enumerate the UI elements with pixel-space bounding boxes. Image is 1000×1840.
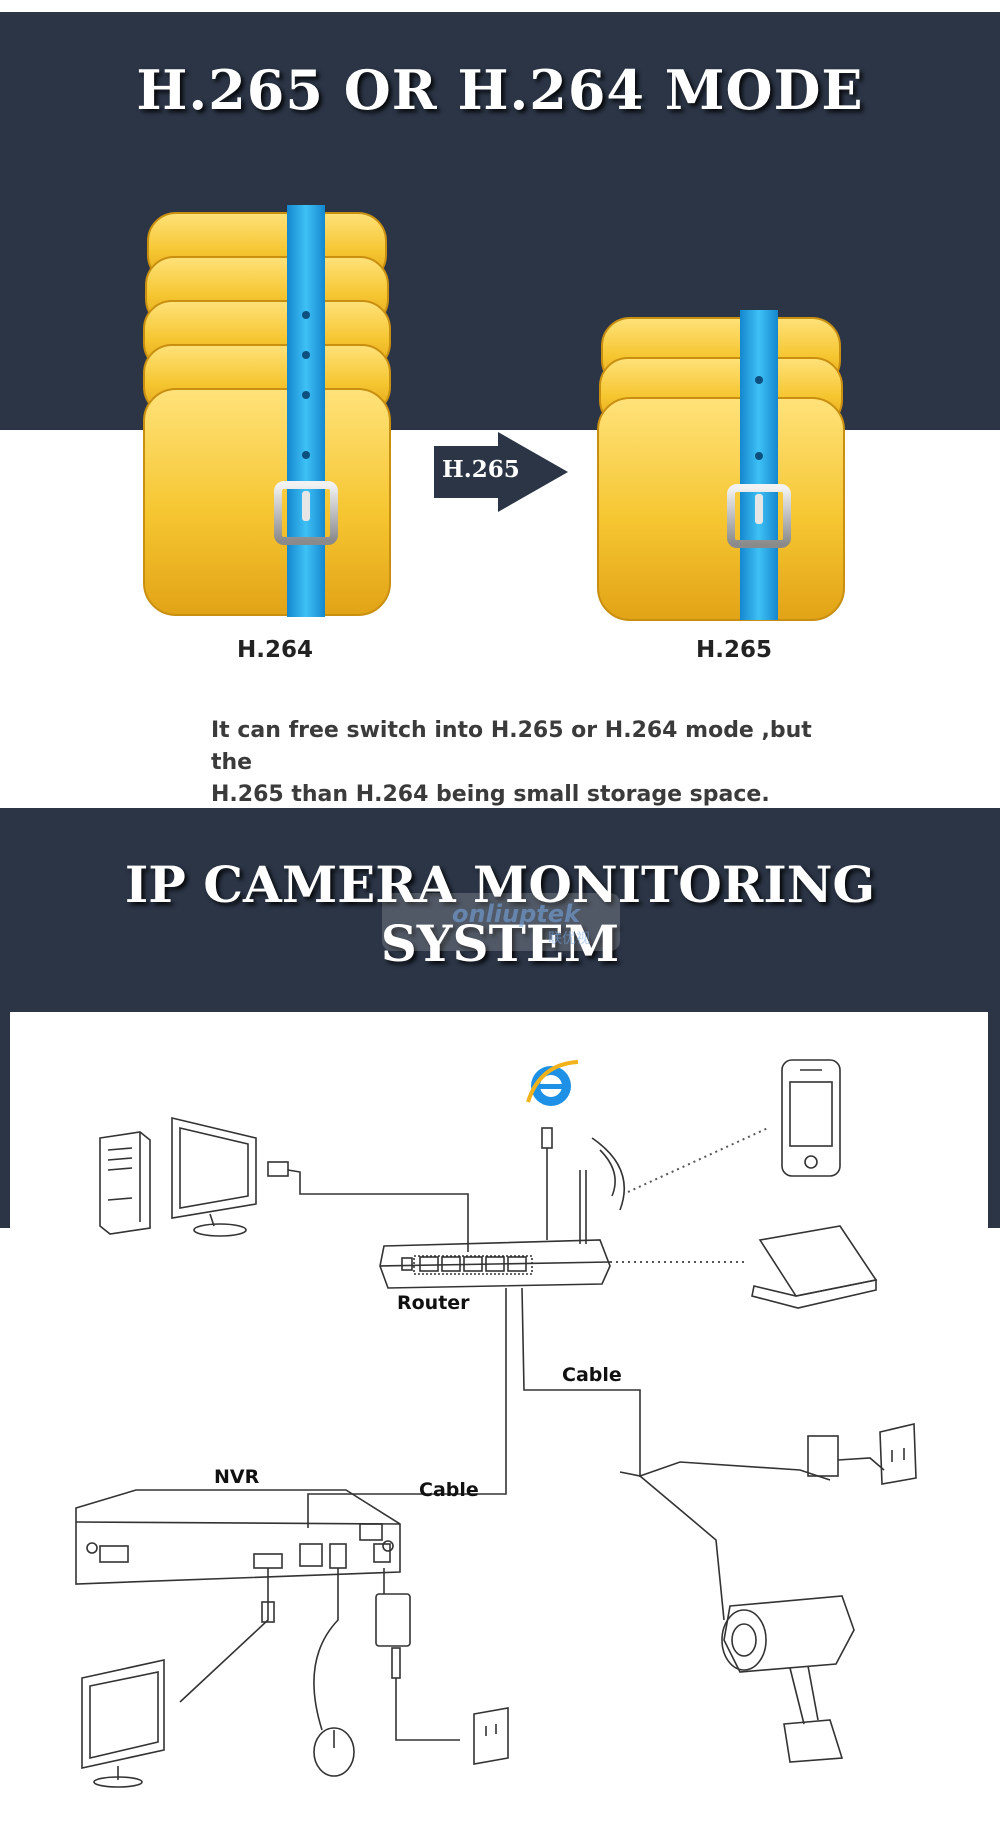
diagram-panel <box>10 1012 988 1840</box>
section-title-codec: H.265 OR H.264 MODE <box>136 58 864 122</box>
router-label: Router <box>397 1292 470 1314</box>
bottom-monitor-icon <box>81 1659 165 1788</box>
ip-camera-icon <box>721 1595 855 1763</box>
wall-socket-icon <box>473 1707 509 1765</box>
section-title-monitoring: IP CAMERA MONITORING SYSTEM <box>124 855 876 973</box>
watermark-logo <box>382 893 620 951</box>
mouse-icon <box>313 1568 355 1777</box>
monitor-icon <box>171 1116 257 1237</box>
laptop-icon <box>751 1225 878 1309</box>
top-margin <box>0 0 1000 14</box>
router-icon <box>379 1170 611 1289</box>
wall-socket-icon-2 <box>807 1422 917 1485</box>
description-line-1: It can free switch into H.265 or H.264 m… <box>211 718 812 775</box>
watermark-text: onliuptek <box>452 900 581 928</box>
arrow-right-icon <box>434 432 568 512</box>
h264-archive-icon <box>143 205 391 617</box>
nvr-icon <box>75 1489 401 1585</box>
cable-label-top: Cable <box>562 1364 622 1386</box>
description-line-2: H.265 than H.264 being small storage spa… <box>211 782 770 807</box>
computer-tower-icon <box>99 1131 151 1235</box>
cable-label-bottom: Cable <box>419 1479 479 1501</box>
nvr-label: NVR <box>214 1466 260 1488</box>
h265-archive-icon <box>597 310 845 621</box>
description: It can free switch into H.265 or H.264 m… <box>211 715 851 811</box>
arrow-label: H.265 <box>442 456 520 483</box>
caption-h264: H.264 <box>237 637 313 663</box>
smartphone-icon <box>781 1059 841 1177</box>
watermark-subtext: 联优视 <box>548 931 590 947</box>
power-adapter-icon <box>375 1568 460 1741</box>
caption-h265: H.265 <box>696 637 772 663</box>
network-diagram <box>75 1059 917 1788</box>
internet-explorer-icon <box>526 1060 579 1106</box>
